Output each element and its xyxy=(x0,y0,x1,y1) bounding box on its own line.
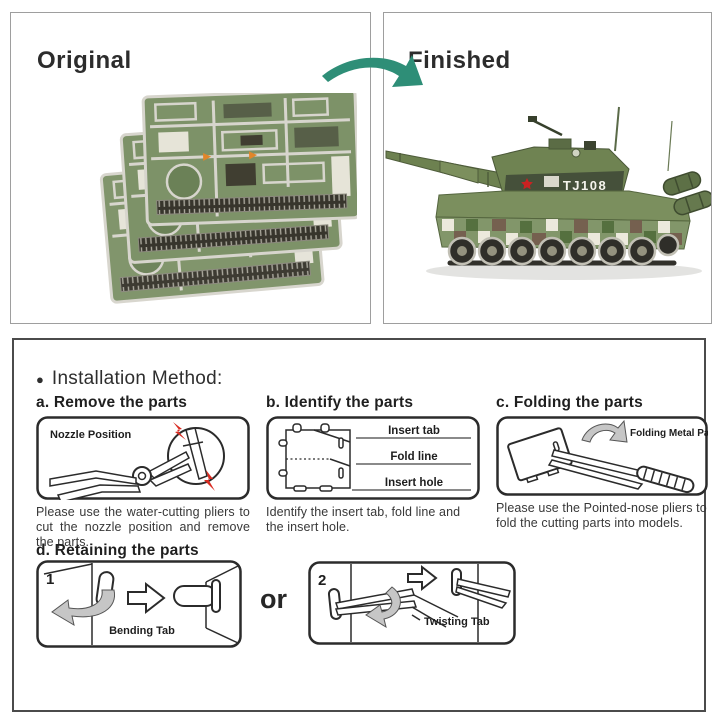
or-separator: or xyxy=(260,584,287,614)
tank-road-wheels xyxy=(447,233,680,266)
step-d-option-2-diagram: 2 Twisting Tab xyxy=(308,561,516,645)
step-c-title: c. Folding the parts xyxy=(496,394,643,411)
bend-direction-arrow-icon xyxy=(51,589,116,627)
result-arrow-icon xyxy=(407,564,438,592)
pliers-jaw xyxy=(456,578,511,598)
insert-hole-label: Insert hole xyxy=(385,477,443,489)
bending-tab-label: Bending Tab xyxy=(109,625,175,637)
orange-marker-icon xyxy=(202,152,212,161)
bullet-icon: ● xyxy=(36,371,44,387)
finished-tank-illustration: TJ108 xyxy=(385,106,711,280)
original-title: Original xyxy=(37,46,132,74)
fold-line-label: Fold line xyxy=(390,451,437,463)
sprue-bar xyxy=(185,427,208,480)
pliers-handle xyxy=(56,484,142,500)
twist-direction-arrow-icon xyxy=(365,586,401,629)
camo-sheet-front xyxy=(141,93,357,227)
step-a-caption: Please use the water-cutting pliers to c… xyxy=(36,505,250,549)
bent-tab xyxy=(173,585,217,607)
tank-antennas xyxy=(528,106,673,172)
fold-direction-arrow-icon xyxy=(581,419,628,443)
step-a: a. Remove the parts Nozzle Position Plea… xyxy=(36,394,254,562)
tank-shadow xyxy=(426,262,702,280)
cut-flash-icon xyxy=(173,422,186,440)
finished-title: Finished xyxy=(408,46,511,74)
tank-turret: TJ108 xyxy=(491,138,630,198)
tank-barrel xyxy=(385,150,513,192)
pliers-handle xyxy=(49,470,137,487)
step-c-caption: Please use the Pointed-nose pliers to fo… xyxy=(496,501,707,530)
finished-panel: Finished xyxy=(383,12,712,324)
installation-method-header: ● Installation Method: xyxy=(36,368,223,390)
original-to-finished-arrow-icon xyxy=(322,55,423,87)
orange-marker-icon xyxy=(248,151,258,160)
installation-method-panel: ● Installation Method: a. Remove the par… xyxy=(12,338,708,712)
step-b-title: b. Identify the parts xyxy=(266,394,414,411)
result-arrow-icon xyxy=(127,581,166,615)
pliers-handle xyxy=(636,465,695,494)
tank-fuel-drums xyxy=(662,171,711,216)
pliers-jaw xyxy=(547,459,644,490)
installation-method-title: Installation Method: xyxy=(51,368,223,389)
part-outline xyxy=(278,423,351,492)
option-2-number: 2 xyxy=(318,572,326,589)
step-a-title: a. Remove the parts xyxy=(36,394,188,411)
step-c: c. Folding the parts Fold xyxy=(496,394,708,543)
tank-hull xyxy=(435,190,691,222)
step-c-diagram: Folding Metal Part xyxy=(496,416,708,496)
slot xyxy=(211,579,221,613)
magnifier-circle xyxy=(167,427,225,485)
cut-flash-icon xyxy=(204,470,215,491)
step-b-caption: Identify the insert tab, fold line and t… xyxy=(266,505,461,534)
red-star-icon xyxy=(521,178,533,190)
folding-metal-part-label: Folding Metal Part xyxy=(630,428,708,439)
step-a-diagram: Nozzle Position xyxy=(36,416,250,500)
step-d-option-1-diagram: 1 Bending Tab xyxy=(36,560,242,648)
twisting-tab-label: Twisting Tab xyxy=(424,616,490,628)
step-b: b. Identify the parts xyxy=(266,394,484,547)
metal-sheets-illustration xyxy=(99,93,357,305)
option-1-number: 1 xyxy=(46,571,54,588)
original-panel: Original xyxy=(10,12,371,324)
step-b-diagram: Insert tab Fold line Insert hole xyxy=(266,416,480,500)
pliers-jaw xyxy=(148,463,193,487)
step-d-title: d. Retaining the parts xyxy=(36,542,199,559)
pliers-jaw xyxy=(455,586,508,609)
tank-marking-text: TJ108 xyxy=(563,178,607,193)
insert-tab-label: Insert tab xyxy=(388,425,440,437)
nozzle-position-label: Nozzle Position xyxy=(50,429,132,441)
pliers-pivot xyxy=(132,466,152,486)
